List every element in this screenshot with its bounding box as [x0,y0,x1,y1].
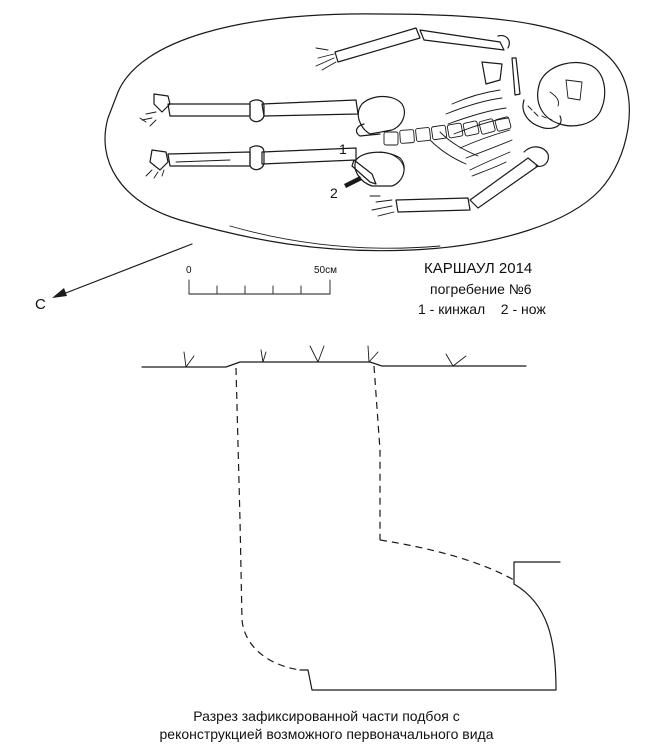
knife [344,176,362,188]
north-label: С [35,296,46,313]
tibia-2 [167,151,251,167]
artifact-legend: 1 - кинжал 2 - нож [418,301,546,317]
femur-1 [261,99,359,117]
hand-1 [315,47,337,71]
grass-tuft [260,349,267,363]
shaft-wall-left [235,367,301,671]
section-caption-line-1: Разрез зафиксированной части подбоя с [193,708,460,724]
jaw [522,99,562,129]
dagger-marker: 1 [339,141,347,157]
scapula [481,61,503,85]
grass-tuft [367,345,379,363]
foot-1 [153,93,171,113]
spine [383,116,512,146]
foot-2 [149,149,169,171]
pelvis-upper [357,95,405,135]
skull [537,61,606,127]
niche-fixed-outline [513,561,561,585]
forearm-1 [334,27,421,63]
hand-2 [369,195,395,217]
skeleton [139,27,606,217]
tibia-1 [167,103,251,117]
pelvis-lower [354,151,405,187]
niche-fixed-wall [299,583,557,691]
knife-marker: 2 [330,185,338,201]
site-title: КАРШАУЛ 2014 [424,260,533,277]
scale-start-label: 0 [186,265,192,276]
grass-tuft [445,353,467,367]
scale-bar [188,279,331,295]
forearm-2 [395,197,471,213]
grave-pit-inner-edge [229,225,441,249]
grass-tuft [183,351,195,368]
section-view [141,345,561,691]
grave-pit-outline [104,13,630,252]
dagger [351,159,377,185]
section-caption-line-2: реконструкцией возможного первоначальног… [159,726,494,742]
burial-number: погребение №6 [430,281,532,297]
shaft-wall-right [373,365,381,540]
north-arrow [52,243,193,298]
scale-end-label: 50см [314,265,337,276]
ribs [429,89,513,177]
niche-roof [379,539,515,581]
grass-tuft [309,345,325,363]
femur-2 [261,147,357,165]
ground-surface [141,361,527,368]
upper-arm-1 [419,29,505,51]
